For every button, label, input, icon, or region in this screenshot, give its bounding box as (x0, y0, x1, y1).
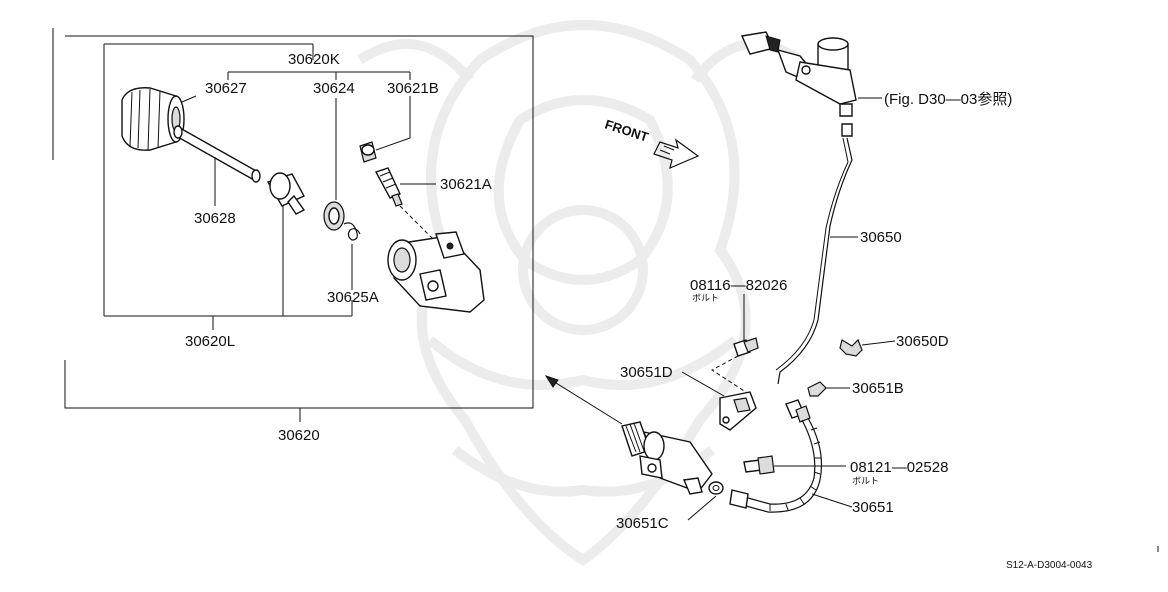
bolt-08116-82026 (733, 337, 759, 357)
installation-arrow (544, 375, 623, 425)
label-30620L: 30620L (185, 333, 235, 350)
label-fig-reference: (Fig. D30—03参照) (884, 91, 1012, 108)
clutch-pipe-30650 (777, 137, 853, 385)
label-30628: 30628 (194, 210, 236, 227)
clutch-hose-30651 (729, 399, 823, 513)
label-30651C: 30651C (616, 515, 669, 532)
leader-30651C (687, 495, 717, 521)
label-bolt2-sub: ボルト (852, 476, 879, 486)
leader-30651 (811, 493, 853, 508)
bleeder-screw-30621A (374, 167, 403, 207)
piston-cup-30624 (323, 201, 345, 231)
bolt-08121-02528 (743, 455, 775, 475)
spring-30625A (343, 222, 361, 241)
leader-30650D (861, 340, 896, 346)
bleeder-cap-30621B (359, 141, 377, 163)
label-30651B: 30651B (852, 380, 904, 397)
slave-cylinder-body (387, 231, 485, 313)
bracket-30651D (719, 391, 757, 431)
label-30627: 30627 (205, 80, 247, 97)
label-bolt2: 08121—02528 (850, 459, 948, 476)
diagram-code: S12-A-D3004-0043 (1006, 560, 1093, 571)
boot-30627 (121, 87, 185, 151)
label-30625A: 30625A (327, 289, 379, 306)
leader-30651D (681, 371, 725, 397)
piston (266, 172, 306, 215)
label-30620: 30620 (278, 427, 320, 444)
label-bolt1-sub: ボルト (692, 293, 719, 303)
outer-frame (64, 35, 534, 409)
label-bolt1: 08116—82026 (690, 277, 787, 294)
label-30651D: 30651D (620, 364, 673, 381)
leader-30621B (375, 96, 411, 151)
label-30650D: 30650D (896, 333, 949, 350)
hose-clip-30651B (807, 381, 827, 397)
leader-30627 (181, 95, 197, 103)
clutch-pipe-30650-outline (775, 137, 849, 371)
label-30621A: 30621A (440, 176, 492, 193)
dashed-bolt-path (711, 355, 753, 397)
label-30624: 30624 (313, 80, 355, 97)
washer-30651C (708, 481, 724, 495)
push-rod-30628 (173, 125, 261, 183)
label-30621B: 30621B (387, 80, 439, 97)
label-30650: 30650 (860, 229, 902, 246)
pipe-clip-30650D (839, 338, 863, 357)
installed-slave-cylinder (621, 421, 713, 495)
label-30620K: 30620K (288, 51, 340, 68)
master-cylinder (740, 31, 857, 137)
label-30651: 30651 (852, 499, 894, 516)
